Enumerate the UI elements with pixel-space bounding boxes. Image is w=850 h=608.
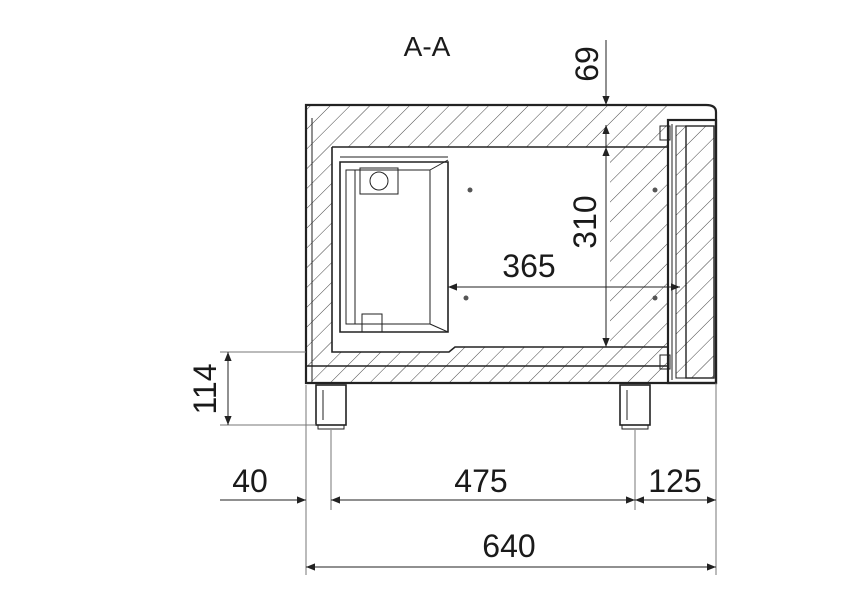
section-label: A-A <box>404 31 451 62</box>
dim-top-wall: 69 <box>569 46 605 82</box>
screw-dots <box>463 187 658 301</box>
hinge-top <box>659 125 671 141</box>
inner-liner <box>331 146 668 353</box>
inner-drawer <box>339 156 449 333</box>
dim-overall-depth: 640 <box>482 528 535 564</box>
insulation-hatch <box>306 105 668 383</box>
dimension-lines <box>220 40 717 575</box>
bolt-icon <box>369 171 389 191</box>
cabinet-section <box>304 103 718 385</box>
hinge-bottom <box>659 354 671 370</box>
dim-front-overhang: 40 <box>232 463 268 499</box>
dim-inner-height: 310 <box>567 195 603 248</box>
rear-foot <box>619 384 651 426</box>
front-foot <box>315 384 347 426</box>
dim-leg-height: 114 <box>187 363 223 414</box>
dim-rear-offset: 125 <box>648 463 701 499</box>
drawer-part-top <box>359 167 399 195</box>
drawer-part-bottom <box>361 313 383 333</box>
dim-inner-depth: 365 <box>502 248 555 284</box>
feet <box>315 384 651 430</box>
dim-leg-spacing: 475 <box>454 463 507 499</box>
door-assembly <box>659 118 718 385</box>
